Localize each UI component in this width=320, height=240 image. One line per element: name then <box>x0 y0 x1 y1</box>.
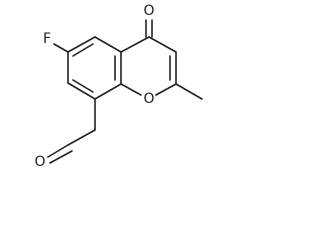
bond-c4-c3 <box>148 36 177 53</box>
bond-c2-methyl <box>175 83 203 100</box>
bond-cho-o-double-a <box>47 144 69 158</box>
carbonyl-oxygen-label: O <box>143 3 154 19</box>
bond-c2-o1 <box>155 83 177 96</box>
bond-c4a-c5 <box>94 36 122 53</box>
bond-c4a-c4 <box>120 36 150 53</box>
fluorine-label: F <box>43 31 51 47</box>
bond-c7-c8-inner <box>72 79 94 93</box>
ring-oxygen-label: O <box>143 91 154 107</box>
bond-c8-c8a <box>94 83 122 100</box>
bond-cho-o-double-b <box>49 150 73 164</box>
molecule-drawing: O F O O <box>34 3 203 170</box>
bond-cho-c-h <box>67 129 96 146</box>
bond-c7-c8 <box>67 82 96 100</box>
aldehyde-oxygen-label: O <box>34 154 45 170</box>
bond-c5-c6-inner <box>72 43 94 57</box>
structure-diagram: O F O O <box>34 3 203 170</box>
bond-c6-f <box>53 43 69 53</box>
bond-c5-c6 <box>67 36 96 53</box>
bond-o1-c8a <box>120 83 142 96</box>
